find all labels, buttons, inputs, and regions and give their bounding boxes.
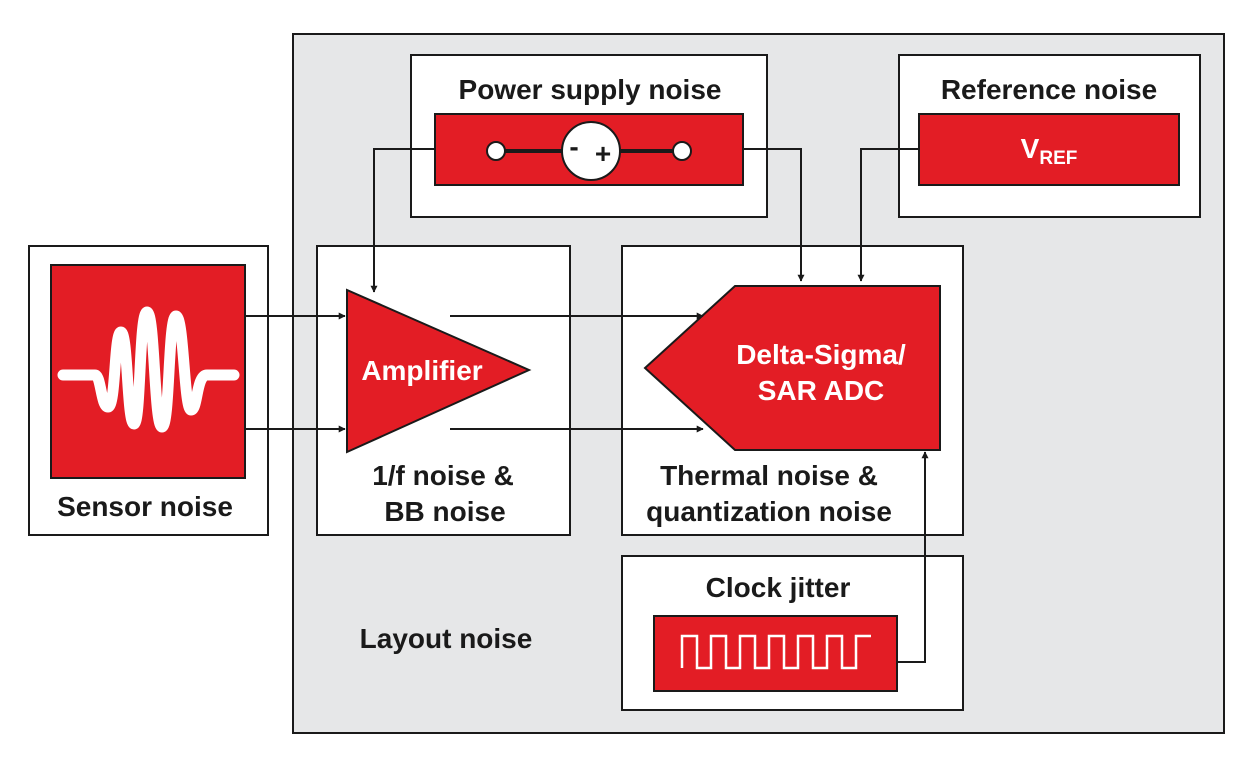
power-supply-noise-label: Power supply noise — [459, 74, 722, 105]
adc-noise-label-line2: quantization noise — [646, 496, 892, 527]
reference-noise-label: Reference noise — [941, 74, 1157, 105]
clock-jitter-label: Clock jitter — [706, 572, 851, 603]
vref-subscript: REF — [1039, 148, 1077, 169]
noise-waveform-icon — [57, 306, 240, 433]
clock-red-block — [653, 615, 898, 692]
adc-shape — [643, 285, 941, 451]
vref-label: VREF — [1021, 133, 1078, 169]
amp-noise-label-line1: 1/f noise & — [372, 460, 514, 491]
sensor-noise-label: Sensor noise — [57, 491, 233, 522]
amplifier-label: Amplifier — [361, 355, 482, 386]
clock-to-adc-wire — [897, 451, 929, 663]
voltage-source-icon — [486, 121, 692, 181]
supply-to-adc-wire — [743, 148, 805, 282]
vref-main: V — [1021, 133, 1040, 164]
supply-minus-sign: - — [569, 131, 578, 162]
adc-label-line1: Delta-Sigma/ — [736, 339, 906, 370]
amplifier-triangle — [346, 288, 532, 454]
vref-to-adc-wire — [857, 148, 919, 282]
amp-noise-label-line2: BB noise — [384, 496, 505, 527]
adc-noise-label-line1: Thermal noise & — [660, 460, 878, 491]
square-wave-icon — [680, 634, 871, 670]
layout-noise-label: Layout noise — [360, 623, 533, 654]
vref-red-block — [918, 113, 1180, 186]
supply-plus-sign: + — [595, 138, 611, 169]
supply-to-amp-wire — [370, 148, 435, 293]
adc-label-line2: SAR ADC — [758, 375, 885, 406]
